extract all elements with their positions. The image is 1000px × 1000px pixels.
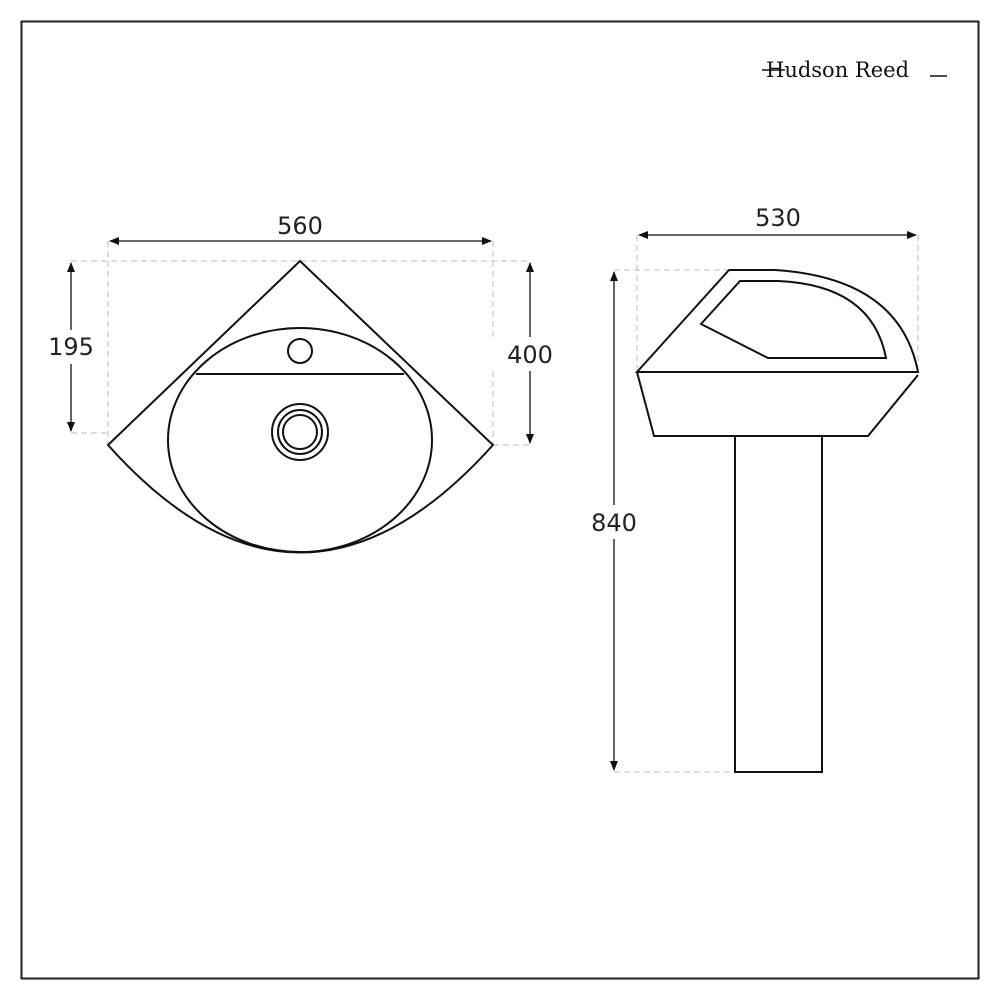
drawing-frame <box>20 20 980 980</box>
brand-logo-text: Hudson Reed <box>766 58 909 82</box>
basin-outline <box>106 259 495 554</box>
basin-inner-bowl <box>699 280 888 359</box>
drain-outer <box>271 403 329 461</box>
basin-side-view <box>634 269 920 773</box>
depth-label: 400 <box>507 341 553 369</box>
pedestal <box>734 435 823 773</box>
basin-plan-view <box>106 259 495 554</box>
drain-inner <box>282 414 318 450</box>
drain-middle <box>277 409 323 455</box>
rear-depth-label: 195 <box>48 333 94 361</box>
width-label: 560 <box>277 212 323 240</box>
bowl <box>167 327 433 553</box>
basin-top-outline <box>634 269 920 373</box>
extension-lines <box>71 235 919 773</box>
brand-logo: Hudson Reed <box>762 58 947 82</box>
tap-hole <box>287 338 313 364</box>
height-label: 840 <box>591 509 637 537</box>
basin-lower-body <box>636 371 919 437</box>
side-depth-label: 530 <box>755 204 801 232</box>
